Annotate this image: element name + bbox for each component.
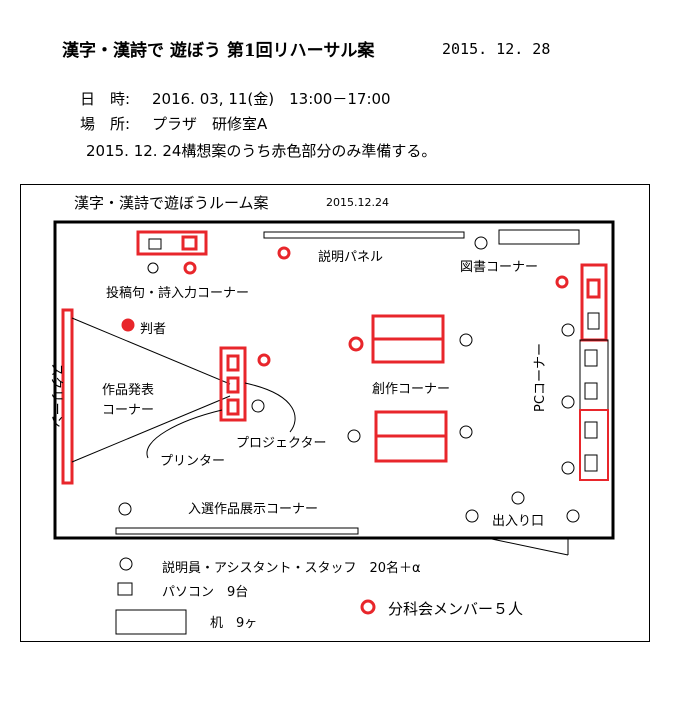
staff-exit-1 xyxy=(511,491,525,505)
door-swing xyxy=(486,537,569,556)
note-text: 2015. 12. 24構想案のうち赤色部分のみ準備する。 xyxy=(86,142,437,160)
datetime-label: 日 時: xyxy=(80,90,131,108)
submit-desk xyxy=(136,230,208,256)
label-exhibit: 入選作品展示コーナー xyxy=(188,502,319,517)
staff-exit-2 xyxy=(465,509,479,523)
projection-line-top xyxy=(71,317,231,385)
legend-pc-icon xyxy=(117,582,133,596)
page-date: 2015. 12. 28 xyxy=(442,40,551,58)
member-projector xyxy=(257,353,271,367)
staff-pc-1 xyxy=(561,323,575,337)
label-judge: 判者 xyxy=(140,322,167,337)
legend-pc: パソコン 9台 xyxy=(162,585,249,600)
pc-corner-6 xyxy=(584,454,598,472)
member-creation xyxy=(348,336,364,352)
projector-cable xyxy=(244,382,296,433)
panel-bar xyxy=(263,231,465,239)
pc-corner-2 xyxy=(587,312,600,330)
plan-date: 2015.12.24 xyxy=(326,196,389,209)
label-printer: プリンター xyxy=(160,454,226,469)
printer-cable xyxy=(146,409,223,459)
label-library: 図書コーナー xyxy=(460,260,539,275)
screen xyxy=(61,308,74,485)
plan-frame xyxy=(20,184,650,642)
pc-corner-1 xyxy=(586,278,601,299)
member-pc xyxy=(555,275,569,289)
pc-corner-5 xyxy=(584,421,598,439)
label-projector: プロジェクター xyxy=(236,436,327,451)
staff-library xyxy=(474,236,488,250)
staff-creation-2 xyxy=(347,429,361,443)
staff-submit xyxy=(147,262,159,274)
submit-pc-2 xyxy=(181,235,198,251)
projector-desk xyxy=(219,346,247,422)
label-screen: スクリーン xyxy=(48,363,64,428)
room-outline xyxy=(53,220,615,540)
label-creation: 創作コーナー xyxy=(372,382,451,397)
legend-staff: 説明員・アシスタント・スタッフ 20名＋α xyxy=(162,561,421,576)
projector-pc-3 xyxy=(226,398,240,416)
legend-desk-icon xyxy=(115,609,187,635)
projector-pc-1 xyxy=(226,354,240,372)
pc-corner-3 xyxy=(584,349,598,367)
label-present: 作品発表 コーナー xyxy=(102,383,155,418)
label-panel: 説明パネル xyxy=(318,250,384,265)
projection-line-bottom xyxy=(71,395,231,463)
place-label: 場 所: xyxy=(80,115,131,133)
projector-pc-2 xyxy=(226,376,240,394)
staff-creation-1 xyxy=(459,333,473,347)
staff-creation-3 xyxy=(459,425,473,439)
member-panel xyxy=(277,246,291,260)
staff-pc-3 xyxy=(561,461,575,475)
library-shelf xyxy=(498,229,580,245)
datetime-value: 2016. 03, 11(金) 13:00－17:00 xyxy=(152,90,391,108)
page-title: 漢字・漢詩で 遊ぼう 第1回リハーサル案 xyxy=(62,41,375,61)
submit-pc-1 xyxy=(148,238,162,250)
staff-pc-2 xyxy=(561,395,575,409)
exhibit-bar xyxy=(115,527,359,535)
member-submit xyxy=(183,261,197,275)
pc-desk-3 xyxy=(579,409,609,481)
place-value: プラザ 研修室A xyxy=(152,115,268,133)
legend-member-icon xyxy=(360,599,376,615)
staff-exit-3 xyxy=(566,509,580,523)
label-pc: PCコーナー xyxy=(532,343,548,412)
plan-title: 漢字・漢詩で遊ぼうルーム案 xyxy=(74,194,269,212)
label-exit: 出入り口 xyxy=(492,514,545,529)
staff-projector xyxy=(251,399,265,413)
legend-staff-icon xyxy=(119,557,133,571)
judge-marker xyxy=(121,318,135,332)
legend-members: 分科会メンバー５人 xyxy=(388,600,524,618)
label-submit: 投稿句・詩入力コーナー xyxy=(106,286,250,301)
legend-desk: 机 9ヶ xyxy=(210,616,258,631)
pc-corner-4 xyxy=(584,382,598,400)
staff-exhibit xyxy=(118,502,132,516)
